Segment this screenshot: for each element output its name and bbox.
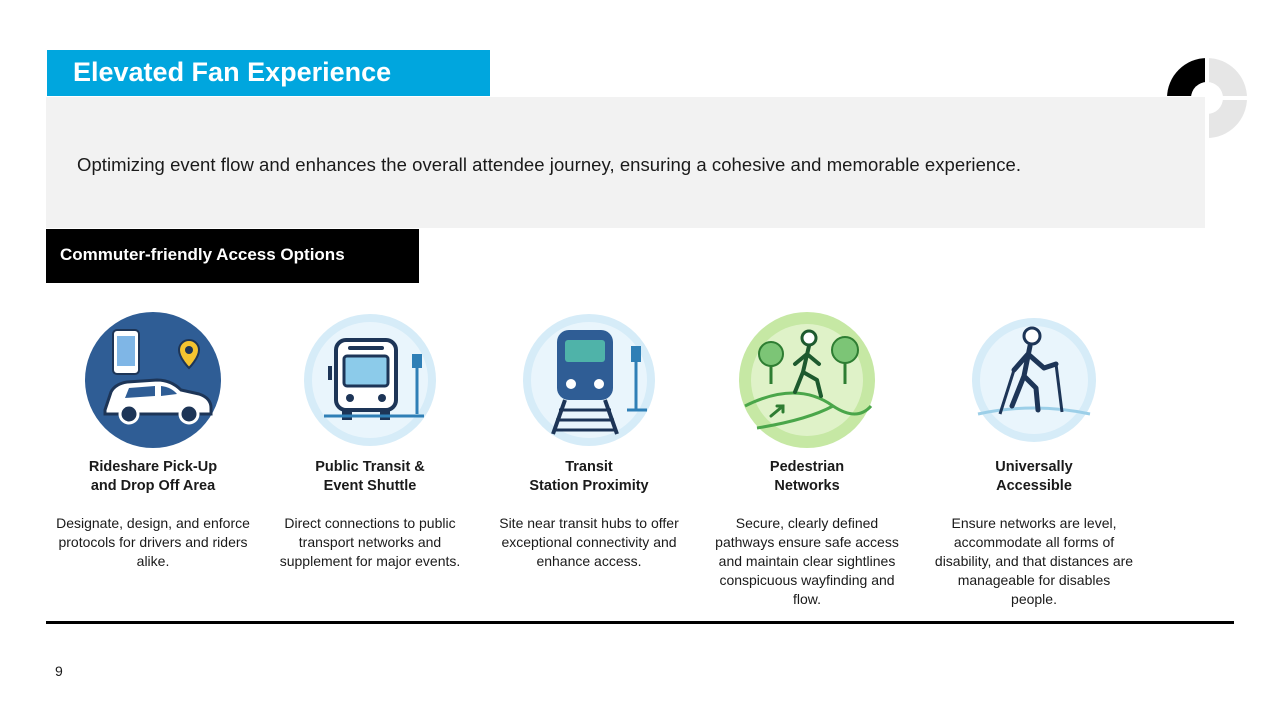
accessible-walker-icon [972,318,1096,442]
option-description: Secure, clearly defined pathways ensure … [715,515,899,607]
option-label: Universally Accessible [995,459,1073,494]
option-pedestrian: Pedestrian Networks Secure, clearly defi… [707,310,907,609]
bus-shuttle-icon [304,314,436,446]
option-description: Designate, design, and enforce protocols… [56,515,250,569]
slide-title: Elevated Fan Experience [73,57,392,87]
pedestrian-walking-icon [739,312,875,448]
train-station-icon [523,314,655,446]
page-number: 9 [55,663,63,679]
option-label: Transit Station Proximity [529,459,649,494]
option-universally-accessible: Universally Accessible Ensure networks a… [934,310,1134,609]
section-heading-bar: Commuter-friendly Access Options [46,229,419,283]
title-bar: Elevated Fan Experience [47,50,490,96]
option-description: Direct connections to public transport n… [279,515,461,569]
option-label: Rideshare Pick-Up and Drop Off Area [88,459,218,494]
section-heading: Commuter-friendly Access Options [60,245,345,264]
intro-text: Optimizing event flow and enhances the o… [77,154,1022,175]
option-description: Site near transit hubs to offer exceptio… [499,515,679,569]
option-transit-station: Transit Station Proximity Site near tran… [489,310,689,571]
option-label: Public Transit & Event Shuttle [315,459,425,494]
option-label: Pedestrian Networks [769,459,845,494]
rideshare-car-phone-icon [85,312,221,448]
footer-divider [46,621,1234,624]
option-rideshare: Rideshare Pick-Up and Drop Off Area Desi… [53,310,253,571]
option-public-transit: Public Transit & Event Shuttle Direct co… [270,310,470,571]
option-description: Ensure networks are level, accommodate a… [934,515,1134,607]
intro-panel: Optimizing event flow and enhances the o… [46,97,1205,228]
